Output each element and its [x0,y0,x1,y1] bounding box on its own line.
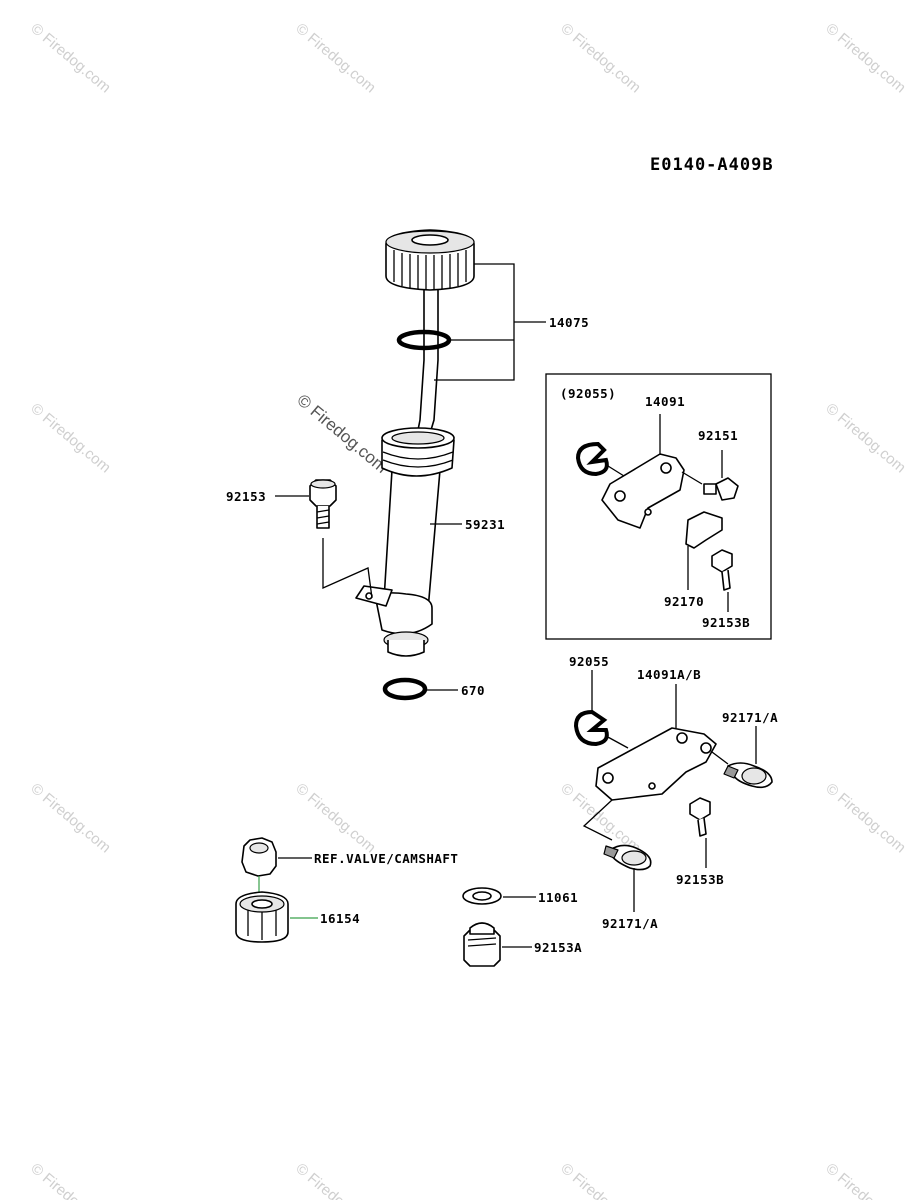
diagram-id: E0140-A409B [650,155,774,175]
label-16154: 16154 [320,911,360,926]
label-59231: 59231 [465,517,505,532]
label-92153A: 92153A [534,940,582,955]
oil-filler-tube [355,427,455,701]
label-14091AB: 14091A/B [637,667,701,682]
watermark: © Firedog.com [822,20,908,96]
watermark: © Firedog.com [27,1160,113,1200]
label-inset-92170: 92170 [664,594,704,609]
inset-box [545,373,772,640]
label-ref-valve-camshaft: REF.VALVE/CAMSHAFT [314,851,458,866]
watermark-layer: © Firedog.com © Firedog.com © Firedog.co… [27,20,908,1200]
watermark: © Firedog.com [27,780,113,856]
label-670: 670 [461,683,485,698]
watermark: © Firedog.com [557,1160,643,1200]
watermark: © Firedog.com [292,780,378,856]
leader-14075 [434,263,546,381]
label-92171A-top: 92171/A [722,710,778,725]
label-92171A-bottom: 92171/A [602,916,658,931]
label-inset-14091: 14091 [645,394,685,409]
label-inset-92153B: 92153B [702,615,750,630]
watermark: © Firedog.com [292,20,378,96]
watermark: © Firedog.com [292,1160,378,1200]
label-inset-92151: 92151 [698,428,738,443]
dipstick-assembly [385,229,475,441]
inset-parts [575,414,739,612]
gear-16154-group [235,837,289,943]
lower-bracket-group [573,670,773,912]
bolt-92153 [309,479,373,599]
label-14075: 14075 [549,315,589,330]
watermark: © Firedog.com [822,400,908,476]
watermark: © Firedog.com [822,780,908,856]
watermark: © Firedog.com [27,20,113,96]
watermark: © Firedog.com [27,400,113,476]
label-92153: 92153 [226,489,266,504]
washer-and-plug [462,887,502,967]
watermark: © Firedog.com [822,1160,908,1200]
center-watermark: © Firedog.com [293,391,391,477]
watermark: © Firedog.com [557,20,643,96]
label-92153B: 92153B [676,872,724,887]
label-11061: 11061 [538,890,578,905]
label-92055: 92055 [569,654,609,669]
label-inset-92055: (92055) [560,386,616,401]
